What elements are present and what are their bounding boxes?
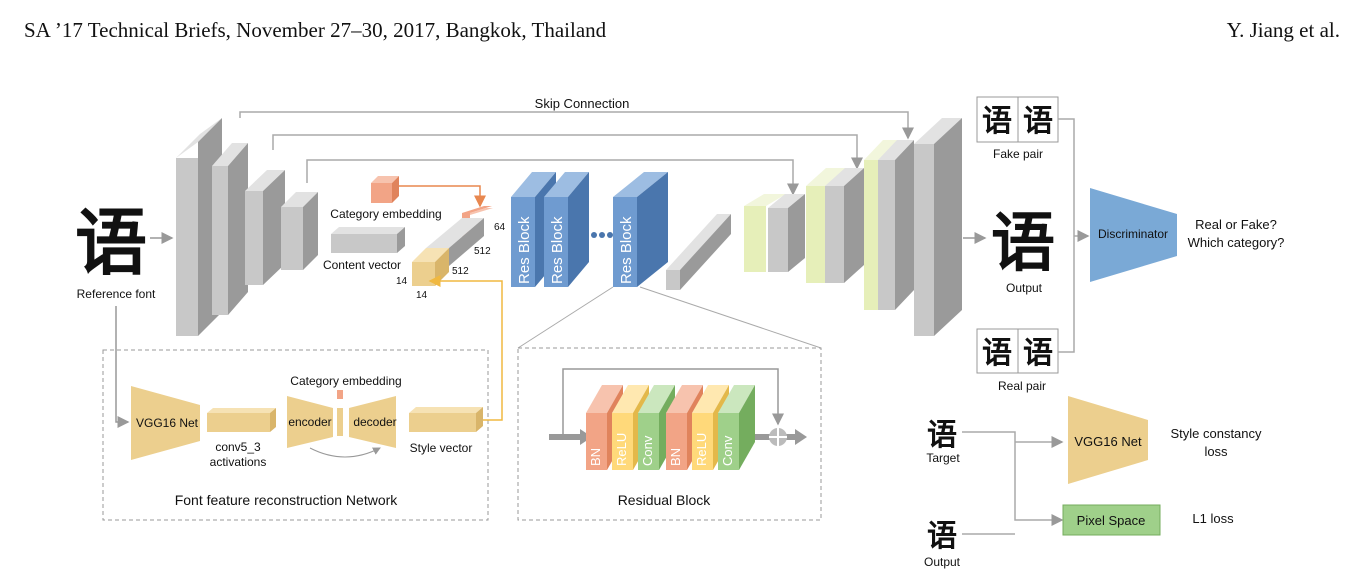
residual-skip-arrow: [562, 368, 784, 437]
font-feature-network-label: Font feature reconstruction Network: [175, 492, 399, 508]
target-glyph: 语: [927, 418, 957, 453]
latent-stack: [412, 206, 493, 286]
conv5-3-label: conv5_3: [215, 440, 261, 454]
dim-512-b: 512: [452, 266, 469, 277]
fake-pair-label: Fake pair: [993, 147, 1043, 161]
category-embedding-cube: [371, 176, 399, 203]
discriminator-label: Discriminator: [1098, 227, 1168, 241]
reference-font-label: Reference font: [77, 287, 156, 301]
output-bottom-glyph: 语: [927, 519, 957, 554]
res-ellipsis: [591, 232, 613, 238]
style-vector-arrow: [428, 275, 503, 421]
residual-block-label: Residual Block: [618, 492, 712, 508]
running-header-right: Y. Jiang et al.: [1226, 18, 1340, 42]
reference-to-vgg-arrow: [115, 306, 130, 428]
discriminator-shape: [1090, 188, 1177, 282]
style-constancy-loss-label: loss: [1204, 444, 1228, 459]
residual-block-panel: [517, 347, 822, 521]
content-vector-block: [331, 227, 405, 253]
decoder-label: decoder: [353, 415, 396, 429]
l1-loss-label: L1 loss: [1192, 511, 1234, 526]
residual-layers: [586, 385, 755, 470]
vgg-net-shape: [131, 386, 200, 460]
output-glyph: 语: [991, 206, 1055, 281]
real-pair-glyph-1: 语: [982, 336, 1012, 371]
vgg-net-label: VGG16 Net: [136, 416, 199, 430]
encoder-decoder-skip: [309, 447, 381, 458]
fake-pair-glyph-2: 语: [1023, 104, 1053, 139]
reference-glyph: 语: [75, 200, 147, 285]
zoom-line-left: [517, 286, 614, 349]
loss-connectors: [962, 431, 1064, 535]
real-pair-glyph-2: 语: [1023, 336, 1053, 371]
res-layer-5: ReLU: [694, 433, 709, 466]
target-label: Target: [926, 451, 960, 465]
dim-14-a: 14: [396, 276, 408, 287]
res-layer-2: ReLU: [614, 433, 629, 466]
activations-label: activations: [210, 455, 267, 469]
dim-14-b: 14: [416, 290, 428, 301]
inner-category-embedding: [337, 390, 343, 399]
pixel-space-label: Pixel Space: [1077, 513, 1146, 528]
loss-vgg-net-label: VGG16 Net: [1074, 434, 1142, 449]
res-layer-4: BN: [668, 448, 683, 466]
zoom-line-right: [639, 286, 822, 349]
res-block-label-1: Res Block: [516, 216, 533, 284]
encoder-blocks: [176, 118, 318, 336]
conv5-3-block: [207, 408, 276, 432]
skip-connection-lines: [239, 111, 914, 196]
latent-code: [337, 408, 343, 436]
loss-vgg-net-shape: [1068, 396, 1148, 484]
decoder-blocks: [666, 118, 962, 336]
res-blocks: [511, 172, 668, 287]
style-vector-block: [409, 407, 483, 432]
output-bottom-label: Output: [924, 555, 961, 569]
category-embedding-label: Category embedding: [330, 207, 441, 221]
real-pair-label: Real pair: [998, 379, 1046, 393]
style-vector-label: Style vector: [410, 441, 473, 455]
pixel-space-box: [1062, 504, 1161, 536]
discriminator-connectors: [1058, 118, 1090, 353]
dim-64: 64: [494, 222, 506, 233]
running-header-left: SA ’17 Technical Briefs, November 27–30,…: [24, 18, 607, 42]
inner-category-embedding-label: Category embedding: [290, 374, 401, 388]
dim-512-a: 512: [474, 246, 491, 257]
res-block-label-2: Res Block: [549, 216, 566, 284]
res-layer-1: BN: [588, 448, 603, 466]
style-constancy-label: Style constancy: [1170, 426, 1262, 441]
res-layer-3: Conv: [640, 435, 655, 466]
fake-pair-glyph-1: 语: [982, 104, 1012, 139]
res-layer-6: Conv: [720, 435, 735, 466]
decoder-shape: [349, 396, 396, 448]
which-category-label: Which category?: [1188, 235, 1285, 250]
font-feature-panel: [102, 349, 489, 521]
residual-output-arrow: [795, 429, 807, 445]
res-block-label-3: Res Block: [618, 216, 635, 284]
category-embedding-arrow: [399, 185, 486, 208]
encoder-shape: [287, 396, 333, 448]
output-label: Output: [1006, 281, 1043, 295]
content-vector-label: Content vector: [323, 258, 401, 272]
real-or-fake-label: Real or Fake?: [1195, 217, 1277, 232]
skip-connection-label: Skip Connection: [535, 96, 630, 111]
encoder-label: encoder: [288, 415, 331, 429]
